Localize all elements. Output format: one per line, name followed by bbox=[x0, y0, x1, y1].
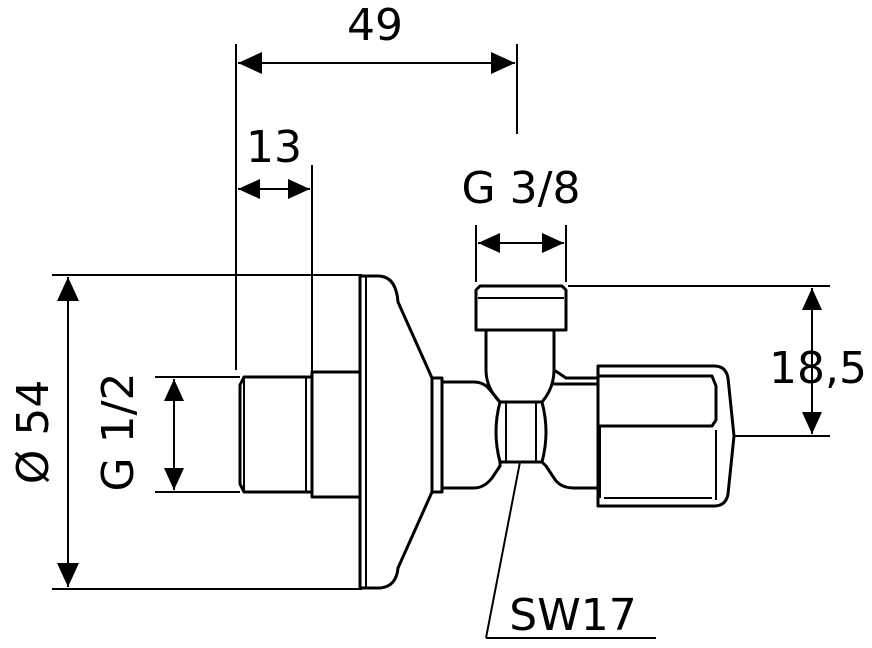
sw17-label: SW17 bbox=[509, 590, 636, 641]
dimension-13 bbox=[238, 165, 313, 375]
dimension-diameter-54-label: Ø 54 bbox=[8, 380, 59, 485]
dimension-18-5 bbox=[568, 285, 830, 437]
dimension-diameter-54 bbox=[52, 274, 362, 590]
dimension-49 bbox=[235, 44, 518, 370]
dimension-49-label: 49 bbox=[347, 0, 403, 51]
dimension-13-label: 13 bbox=[246, 122, 302, 173]
valve-body bbox=[238, 274, 736, 590]
dimension-g38-label: G 3/8 bbox=[462, 163, 581, 214]
dimension-g12-label: G 1/2 bbox=[93, 373, 144, 492]
sw17-leader bbox=[485, 461, 656, 639]
dimension-g12 bbox=[155, 376, 240, 493]
dimension-g38 bbox=[475, 225, 567, 282]
dimension-18-5-label: 18,5 bbox=[769, 343, 867, 394]
